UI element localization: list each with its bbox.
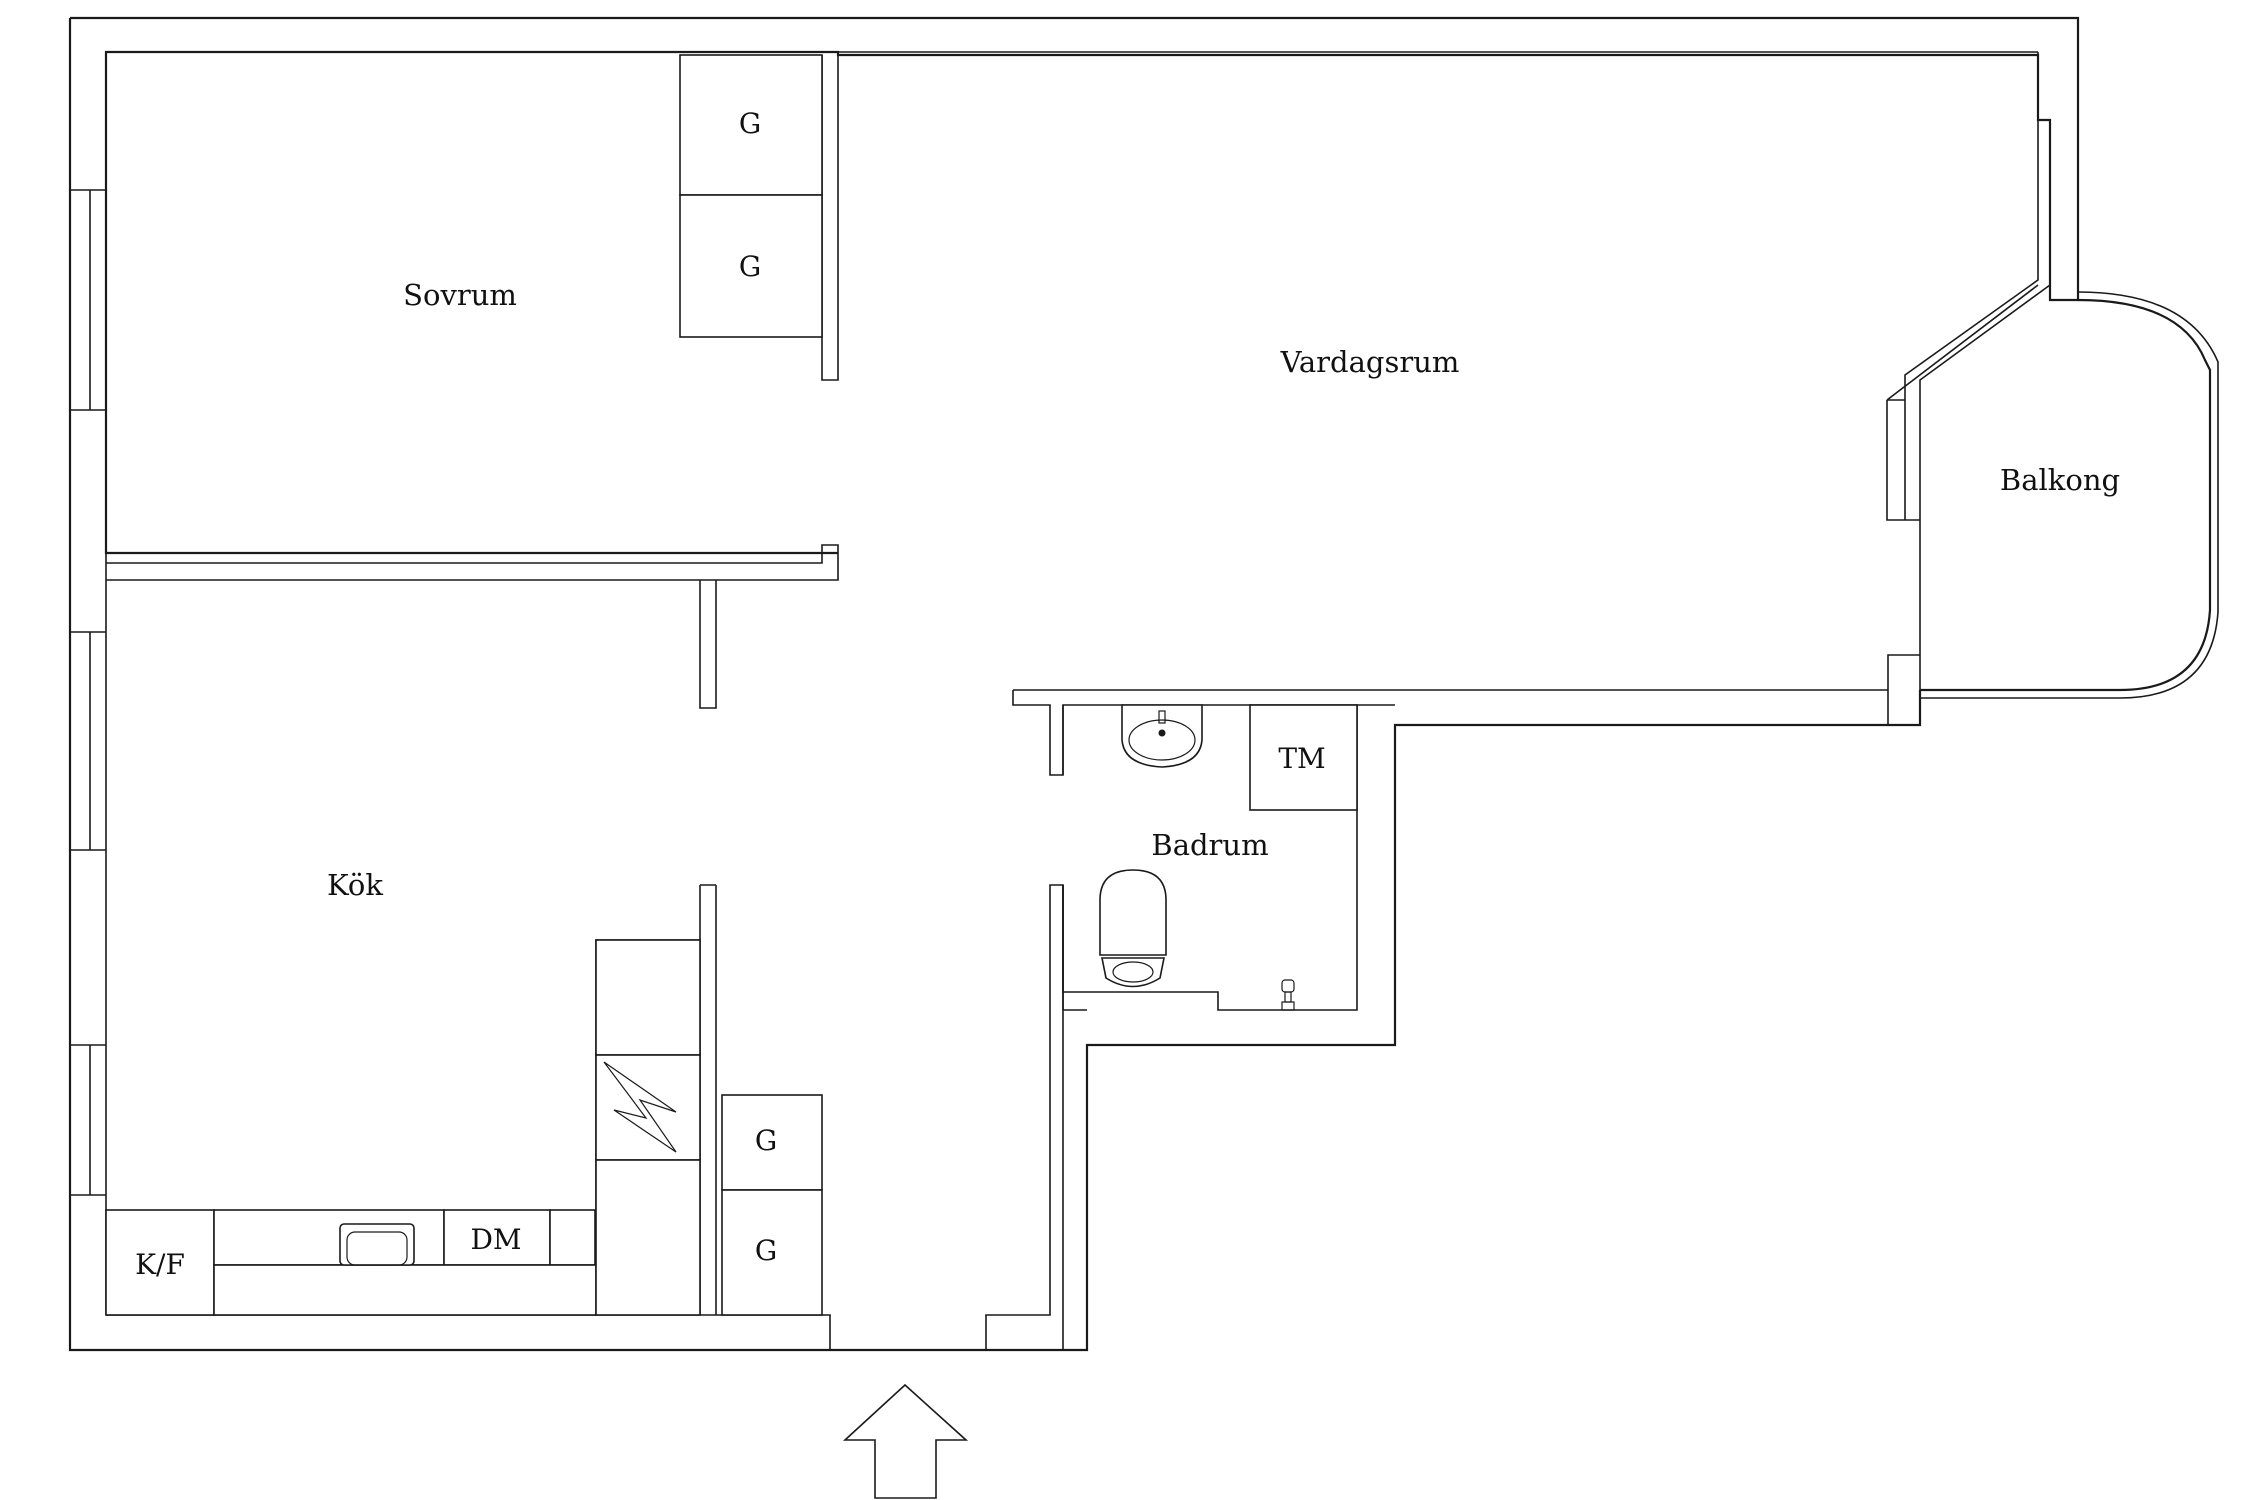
wardrobe-top-1 xyxy=(679,54,823,196)
wardrobe-label-bottom-2: G xyxy=(755,1234,777,1267)
balcony-outline xyxy=(1920,291,2219,699)
kitchen-walls xyxy=(699,580,717,1315)
fridge-freezer-label: K/F xyxy=(135,1248,185,1281)
room-label-balkong: Balkong xyxy=(2000,463,2120,497)
room-label-vardagsrum: Vardagsrum xyxy=(1280,345,1460,379)
room-label-sovrum: Sovrum xyxy=(403,278,517,312)
dishwasher-label: DM xyxy=(470,1223,521,1256)
room-label-badrum: Badrum xyxy=(1151,828,1268,862)
wardrobe-label-bottom-1: G xyxy=(755,1124,777,1157)
exterior-walls xyxy=(68,16,2080,1352)
toilet-icon xyxy=(1099,869,1167,988)
left-windows xyxy=(70,189,106,1196)
wardrobe-bottom-1 xyxy=(721,1094,823,1191)
entrance-arrow-icon xyxy=(842,1383,969,1499)
wardrobe-bottom-2 xyxy=(721,1189,823,1316)
washing-machine xyxy=(1249,704,1358,811)
wardrobe-top-2 xyxy=(679,194,823,338)
floor-drain-icon xyxy=(1281,979,1295,1011)
kitchen-sink-icon xyxy=(339,1223,415,1266)
stove-icon xyxy=(603,1061,677,1153)
bathroom-walls xyxy=(1012,654,1920,1011)
wardrobe-label-top-1: G xyxy=(739,107,761,140)
bathroom-sink-icon xyxy=(1121,704,1203,768)
wardrobe-label-top-2: G xyxy=(739,250,761,283)
washing-machine-label: TM xyxy=(1278,742,1325,775)
room-label-kok: Kök xyxy=(327,868,383,902)
balcony-door xyxy=(1886,125,2051,690)
